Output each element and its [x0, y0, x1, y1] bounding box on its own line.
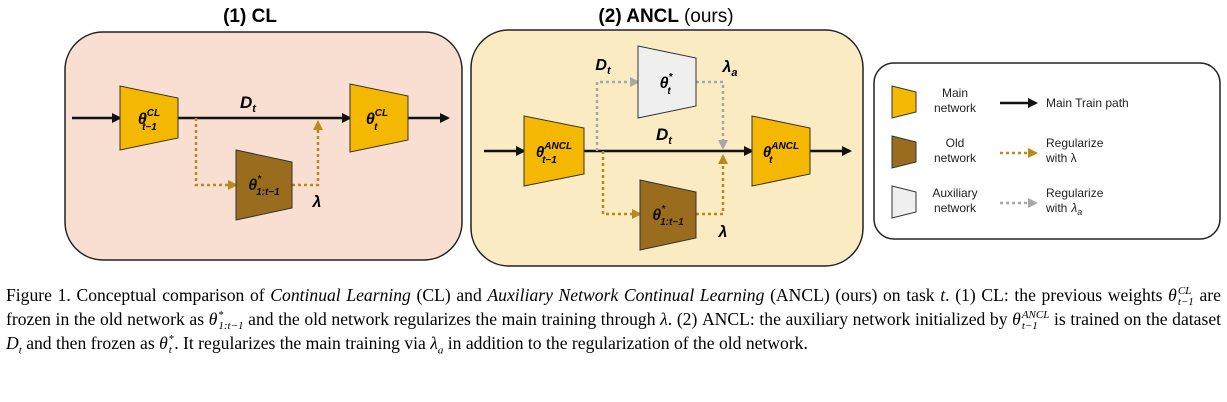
legend-train-path-label: Main Train path: [1046, 96, 1129, 110]
ancl-aux-regularize-arrow: [696, 80, 728, 150]
cl-old-network: [235, 149, 293, 221]
ancl-dataset-label: Dt: [656, 125, 673, 147]
ancl-lambda-a-label: λa: [721, 59, 737, 79]
figure-caption: Figure 1. Conceptual comparison of Conti…: [6, 284, 1222, 357]
ancl-aux-train-arrow: [595, 77, 640, 151]
legend-box: [873, 62, 1221, 240]
cl-lambda-label: λ: [312, 194, 322, 211]
ancl-aux-network: [637, 45, 697, 119]
legend-old-network-swatch: [891, 135, 917, 169]
cl-old-copy-arrow: [194, 118, 238, 190]
ancl-old-network: [639, 179, 697, 251]
caption-ancl-term: Auxiliary Network Continual Learning: [487, 285, 765, 305]
caption-old-weights: θ*1:t−1: [208, 308, 244, 332]
ancl-panel-title: (2) ANCL (ours): [598, 6, 733, 27]
ancl-current-main-network: [751, 115, 811, 187]
cl-prev-main-network: [119, 85, 179, 151]
legend-main-network-swatch: [891, 85, 917, 119]
cl-current-main-network: [349, 83, 409, 153]
caption-lambda-a: λa: [430, 332, 444, 357]
ancl-prev-main-network: [523, 115, 585, 187]
legend-aux-network-swatch: [891, 185, 917, 219]
ancl-aux-weights-label: θ*t: [660, 72, 674, 97]
caption-cl-term: Continual Learning: [270, 285, 411, 305]
caption-dataset: Dt: [6, 332, 22, 357]
cl-regularize-arrow: [292, 120, 323, 187]
ancl-aux-dataset-label: Dt: [595, 57, 612, 77]
cl-panel-title: (1) CL: [223, 6, 277, 27]
ancl-panel-background: [470, 29, 864, 267]
caption-aux-weights: θ*t: [159, 332, 175, 356]
ancl-old-weights-label: θ*1:t−1: [652, 204, 684, 228]
caption-figure-label: Figure 1.: [6, 285, 71, 305]
ancl-lambda-label: λ: [718, 224, 728, 241]
cl-dataset-label: Dt: [240, 93, 257, 115]
cl-old-weights-label: θ*1:t−1: [248, 174, 280, 198]
ancl-old-copy-arrow: [601, 151, 642, 219]
ancl-regularize-arrow: [696, 154, 728, 216]
